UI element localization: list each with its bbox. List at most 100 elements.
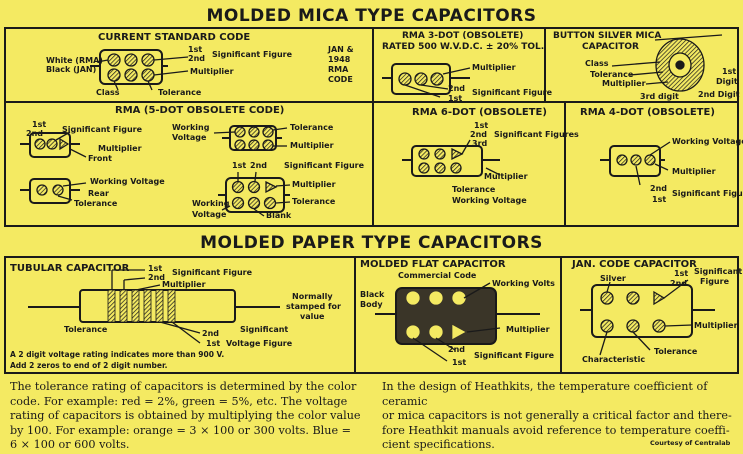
- rma5-2nd-2: 2nd: [250, 161, 267, 170]
- heathkit-paragraph: In the design of Heathkits, the temperat…: [382, 380, 740, 453]
- flat-multiplier: Multiplier: [506, 325, 550, 334]
- button-title-line2: CAPACITOR: [582, 42, 639, 52]
- flat-significant-figure: Significant Figure: [474, 351, 555, 360]
- tolerance-line-4: by 100. For example: orange = 3 × 100 or…: [10, 423, 352, 437]
- jan-panel: [560, 256, 739, 374]
- label-jan-3: RMA: [328, 65, 349, 74]
- flat-1st: 1st: [452, 358, 467, 367]
- button-tolerance: Tolerance: [590, 70, 634, 79]
- tubular-tolerance: Tolerance: [64, 325, 108, 334]
- rma3-significant-figure: Significant Figure: [472, 88, 553, 97]
- rma5-tolerance-2: Tolerance: [290, 123, 334, 132]
- label-jan-4: CODE: [328, 75, 353, 84]
- jan-title: JAN. CODE CAPACITOR: [572, 259, 697, 270]
- label-multiplier: Multiplier: [190, 67, 234, 76]
- heathkit-line-3: fore Heathkit manuals avoid reference to…: [382, 423, 730, 437]
- current-standard-title: CURRENT STANDARD CODE: [98, 32, 251, 43]
- tolerance-paragraph: The tolerance rating of capacitors is de…: [10, 380, 372, 453]
- label-2nd: 2nd: [188, 54, 205, 63]
- rma5-working: Working: [172, 123, 210, 132]
- mica-section-title: MOLDED MICA TYPE CAPACITORS: [206, 6, 537, 26]
- tubular-title: TUBULAR CAPACITOR: [10, 263, 130, 274]
- jan-significant: Significant: [694, 267, 743, 276]
- button-1st: 1st: [722, 67, 737, 76]
- rma5-blank: Blank: [266, 211, 292, 220]
- rma4-title: RMA 4-DOT (OBSOLETE): [580, 107, 715, 118]
- label-jan-2: 1948: [328, 55, 351, 64]
- rma4-significant-figure: Significant Figure: [672, 189, 743, 198]
- tubular-stamped-for: stamped for: [286, 302, 341, 311]
- rma5-voltage: Voltage: [172, 133, 207, 142]
- rma5-rear: Rear: [88, 189, 109, 198]
- flat-body: Body: [360, 300, 383, 309]
- rma4-working-voltage: Working Voltage: [672, 137, 743, 146]
- tubular-significant: Significant: [240, 325, 289, 334]
- flat-black: Black: [360, 290, 385, 299]
- tubular-significant-figure: Significant Figure: [172, 268, 253, 277]
- rma5-multiplier: Multiplier: [98, 144, 142, 153]
- rma6-significant-figures: Significant Figures: [494, 130, 579, 139]
- tubular-note-1: A 2 digit voltage rating indicates more …: [10, 350, 225, 359]
- tubular-2nd-b: 2nd: [202, 329, 219, 338]
- tolerance-line-1: The tolerance rating of capacitors is de…: [10, 380, 357, 393]
- rma6-working-voltage: Working Voltage: [452, 196, 527, 205]
- rma6-2nd: 2nd: [470, 130, 487, 139]
- flat-working-volts: Working Volts: [492, 279, 555, 288]
- label-white-rma: White (RMA): [46, 56, 103, 65]
- rma6-tolerance: Tolerance: [452, 185, 496, 194]
- button-3rd-digit: 3rd digit: [640, 92, 679, 101]
- heathkit-line-1: In the design of Heathkits, the temperat…: [382, 380, 708, 408]
- rma5-tolerance: Tolerance: [74, 199, 118, 208]
- label-class: Class: [96, 88, 120, 97]
- tubular-note-2: Add 2 zeros to end of 2 digit number.: [10, 361, 168, 370]
- jan-characteristic: Characteristic: [582, 355, 646, 364]
- label-tolerance: Tolerance: [158, 88, 202, 97]
- rma3-1st: 1st: [448, 94, 463, 103]
- tubular-normally: Normally: [292, 292, 333, 301]
- tubular-multiplier: Multiplier: [162, 280, 206, 289]
- tolerance-line-5: 6 × 100 or 600 volts.: [10, 438, 130, 451]
- heathkit-line-2: or mica capacitors is not generally a cr…: [382, 409, 732, 422]
- jan-silver: Silver: [600, 274, 626, 283]
- tubular-1st: 1st: [148, 264, 163, 273]
- rma4-2nd: 2nd: [650, 184, 667, 193]
- rma3-title-line2: RATED 500 W.V.D.C. ± 20% TOL.: [382, 42, 545, 52]
- flat-2nd: 2nd: [448, 345, 465, 354]
- rma6-1st: 1st: [474, 121, 489, 130]
- button-2nd-digit: 2nd Digit: [698, 90, 740, 99]
- rma6-3rd: 3rd: [472, 139, 488, 148]
- rma-4dot-panel: [564, 101, 739, 227]
- heathkit-line-4: cient specifications.: [382, 438, 495, 451]
- rma5-title: RMA (5-DOT OBSOLETE CODE): [115, 105, 285, 116]
- tubular-voltage-figure: Voltage Figure: [226, 339, 293, 348]
- rma6-title: RMA 6-DOT (OBSOLETE): [412, 107, 547, 118]
- rma5-front: Front: [88, 154, 112, 163]
- rma4-multiplier: Multiplier: [672, 167, 716, 176]
- label-black-jan: Black (JAN): [46, 65, 97, 74]
- jan-2nd: 2nd: [670, 279, 687, 288]
- jan-multiplier: Multiplier: [694, 321, 738, 330]
- rma5-voltage-2: Voltage: [192, 210, 227, 219]
- rma5-2nd: 2nd: [26, 129, 43, 138]
- rma4-1st: 1st: [652, 195, 667, 204]
- rma6-multiplier: Multiplier: [484, 172, 528, 181]
- rma5-working-voltage: Working Voltage: [90, 177, 165, 186]
- label-significant-figure: Significant Figure: [212, 50, 293, 59]
- flat-title: MOLDED FLAT CAPACITOR: [360, 259, 506, 270]
- tubular-value: value: [300, 312, 325, 321]
- courtesy-credit: Courtesy of Centralab: [650, 439, 731, 447]
- rma5-significant-figure: Significant Figure: [62, 125, 143, 134]
- jan-figure: Figure: [700, 277, 729, 286]
- button-multiplier: Multiplier: [602, 79, 646, 88]
- tubular-2nd: 2nd: [148, 273, 165, 282]
- jan-1st: 1st: [674, 269, 689, 278]
- tubular-1st-b: 1st: [206, 339, 221, 348]
- rma5-multiplier-2: Multiplier: [290, 141, 334, 150]
- label-1st: 1st: [188, 45, 203, 54]
- paper-section-title: MOLDED PAPER TYPE CAPACITORS: [200, 233, 543, 253]
- rma5-1st: 1st: [32, 120, 47, 129]
- rma5-working-2: Working: [192, 199, 230, 208]
- rma3-multiplier: Multiplier: [472, 63, 516, 72]
- rma3-2nd: 2nd: [448, 84, 465, 93]
- button-digit: Digit: [716, 77, 738, 86]
